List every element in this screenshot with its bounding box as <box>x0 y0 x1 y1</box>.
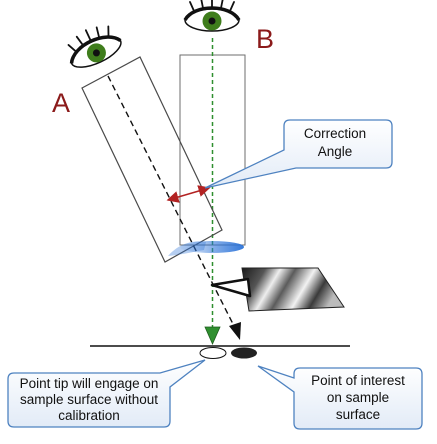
callout-point-of-interest-line3: surface <box>336 407 380 422</box>
callout-point-of-interest: Point of interest on sample surface <box>257 365 423 430</box>
light-spot-tail <box>168 241 206 256</box>
point-of-interest-marker <box>231 347 257 359</box>
correction-angle-arrow <box>166 185 211 203</box>
eye-icon <box>67 25 122 68</box>
cantilever-probe <box>241 267 345 312</box>
callout-point-of-interest-line1: Point of interest <box>311 373 405 388</box>
callout-point-tip: Point tip will engage on sample surface … <box>7 359 206 428</box>
engage-point-marker <box>199 347 227 359</box>
callout-point-tip-line3: calibration <box>58 408 120 423</box>
callout-point-tip-line1: Point tip will engage on <box>20 376 159 391</box>
callout-correction-angle: Correction Angle <box>204 119 393 189</box>
view-a-label: A <box>52 88 70 118</box>
tilted-arrowhead <box>229 322 241 340</box>
probe-arm <box>210 277 252 298</box>
eye-icon <box>183 0 241 32</box>
view-b-label: B <box>256 24 274 54</box>
vertical-arrowhead <box>204 326 221 345</box>
view-a-axis-line <box>107 75 238 333</box>
light-spot <box>180 241 244 253</box>
callout-point-tip-line2: sample surface without <box>20 392 158 407</box>
callout-point-of-interest-line2: on sample <box>327 390 389 405</box>
view-a-column <box>81 56 223 263</box>
callout-correction-angle-line1: Correction <box>304 126 366 141</box>
callout-correction-angle-line2: Angle <box>318 144 353 159</box>
